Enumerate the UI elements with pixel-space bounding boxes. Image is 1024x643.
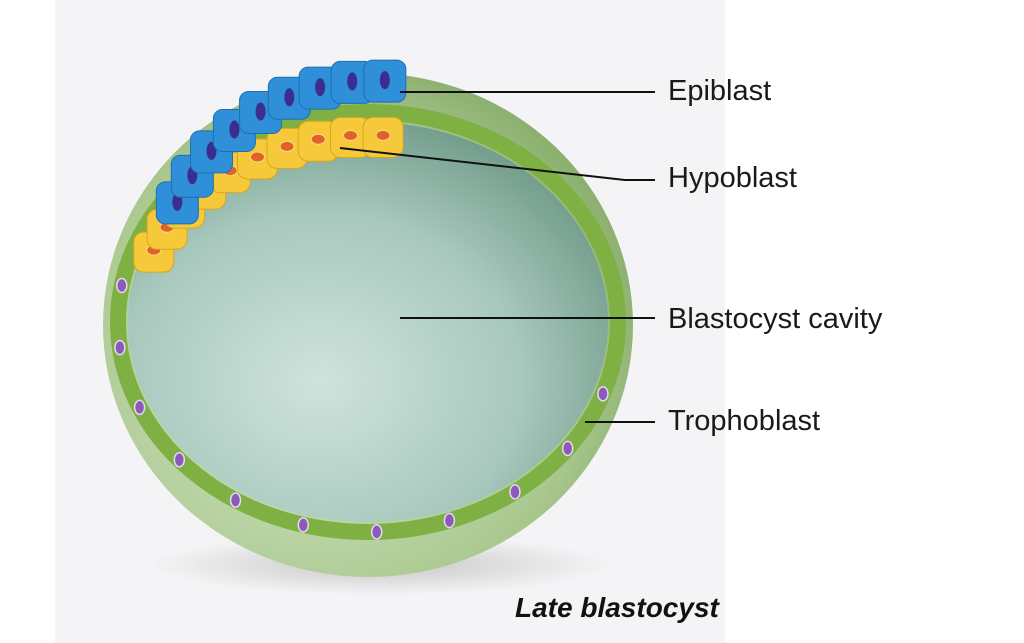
label-hypoblast: Hypoblast bbox=[668, 162, 797, 194]
label-trophoblast: Trophoblast bbox=[668, 405, 821, 437]
trophoblast-nucleus bbox=[370, 524, 383, 540]
trophoblast-nucleus bbox=[229, 492, 242, 508]
caption: Late blastocyst bbox=[515, 592, 719, 623]
epiblast-nucleus bbox=[229, 120, 240, 139]
trophoblast-nucleus bbox=[561, 440, 574, 457]
trophoblast-layer bbox=[110, 104, 626, 540]
epiblast-nucleus bbox=[284, 88, 295, 107]
trophoblast-nucleus bbox=[133, 399, 146, 416]
trophoblast-nucleus bbox=[114, 339, 126, 356]
trophoblast-nucleus bbox=[297, 517, 310, 533]
trophoblast-nucleus bbox=[509, 484, 521, 500]
trophoblast-nucleus bbox=[597, 386, 609, 402]
epiblast-nucleus bbox=[255, 102, 266, 121]
epiblast-nucleus bbox=[379, 71, 390, 90]
hypoblast-leader bbox=[339, 147, 655, 181]
hypoblast-nucleus bbox=[343, 130, 359, 142]
hypoblast-nucleus bbox=[310, 133, 326, 145]
hypoblast-nucleus bbox=[249, 151, 265, 163]
trophoblast-nucleus bbox=[443, 512, 456, 529]
label-epiblast: Epiblast bbox=[668, 75, 772, 107]
trophoblast-nuclei bbox=[114, 277, 609, 540]
hypoblast-nucleus bbox=[279, 140, 295, 152]
trophoblast-nucleus bbox=[116, 277, 128, 294]
leader-lines bbox=[339, 91, 655, 423]
trophoblast-nucleus bbox=[173, 452, 186, 468]
epiblast-nucleus bbox=[347, 72, 358, 91]
hypoblast-nucleus bbox=[375, 129, 391, 141]
label-blastocyst-cavity: Blastocyst cavity bbox=[668, 303, 883, 335]
inner-cell-mass bbox=[133, 59, 407, 273]
blastocyst-cavity bbox=[128, 122, 608, 522]
epiblast-nucleus bbox=[315, 78, 326, 97]
